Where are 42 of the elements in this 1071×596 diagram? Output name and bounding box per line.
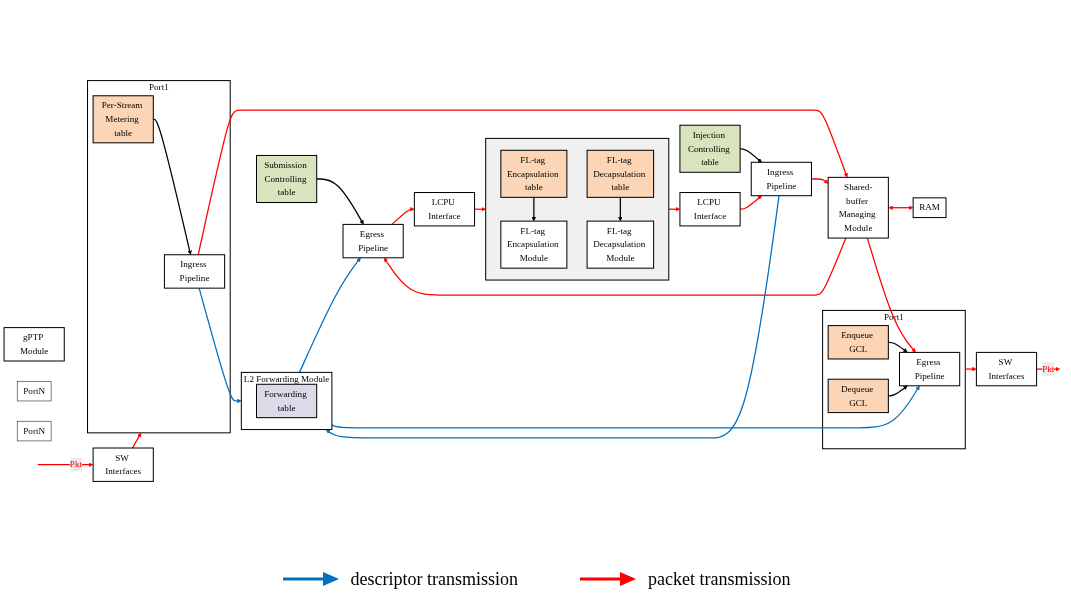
arrow	[325, 195, 780, 439]
legend-label: descriptor transmission	[350, 568, 518, 590]
node-box: Ingress Pipeline	[163, 254, 226, 289]
edge-label: Pkt	[1042, 363, 1055, 374]
node-box: Dequeue GCL	[827, 378, 889, 414]
arrow	[197, 109, 848, 256]
arrow	[964, 366, 977, 372]
legend-label: packet transmission	[648, 568, 791, 590]
node-box: Enqueue GCL	[827, 325, 889, 360]
node-box: PortN	[16, 380, 52, 402]
node-box: gPTP Module	[3, 327, 65, 362]
arrow	[316, 178, 364, 225]
node-box: Egress Pipeline	[342, 223, 404, 259]
node-box: SW Interfaces	[975, 351, 1038, 387]
arrow	[391, 207, 415, 226]
node-box: Forwarding table	[256, 383, 318, 419]
node-box: LCPU Interface	[679, 192, 741, 227]
arrow	[866, 237, 916, 353]
arrow	[618, 196, 623, 222]
node-box: FL-tag Encapsulation Module	[500, 220, 568, 269]
arrow	[531, 196, 537, 222]
node-box: Submission Controlling table	[256, 154, 318, 204]
node-box: Injection Controlling table	[679, 124, 741, 173]
node-box: RAM	[912, 197, 947, 219]
node-box: FL-tag Decapsulation Module	[586, 220, 655, 269]
node-box: Per-Stream Metering table	[92, 95, 154, 144]
edge-label: Pkt	[69, 459, 82, 470]
arrow	[198, 287, 242, 404]
node-box: Shared-buffer Managing Module	[827, 176, 889, 239]
node-box: FL-tag Decapsulation table	[586, 149, 655, 198]
node-box: Egress Pipeline	[899, 351, 961, 387]
node-box: PortN	[16, 420, 52, 442]
node-box: LCPU Interface	[413, 192, 476, 227]
arrow	[383, 237, 847, 296]
arrow	[331, 385, 920, 429]
node-box: FL-tag Encapsulation table	[500, 149, 568, 198]
arrow	[298, 257, 361, 373]
arrow	[131, 432, 142, 449]
cluster	[485, 137, 670, 281]
node-box: SW Interfaces	[92, 447, 154, 482]
node-box: Ingress Pipeline	[750, 161, 812, 197]
arrow	[888, 205, 914, 210]
